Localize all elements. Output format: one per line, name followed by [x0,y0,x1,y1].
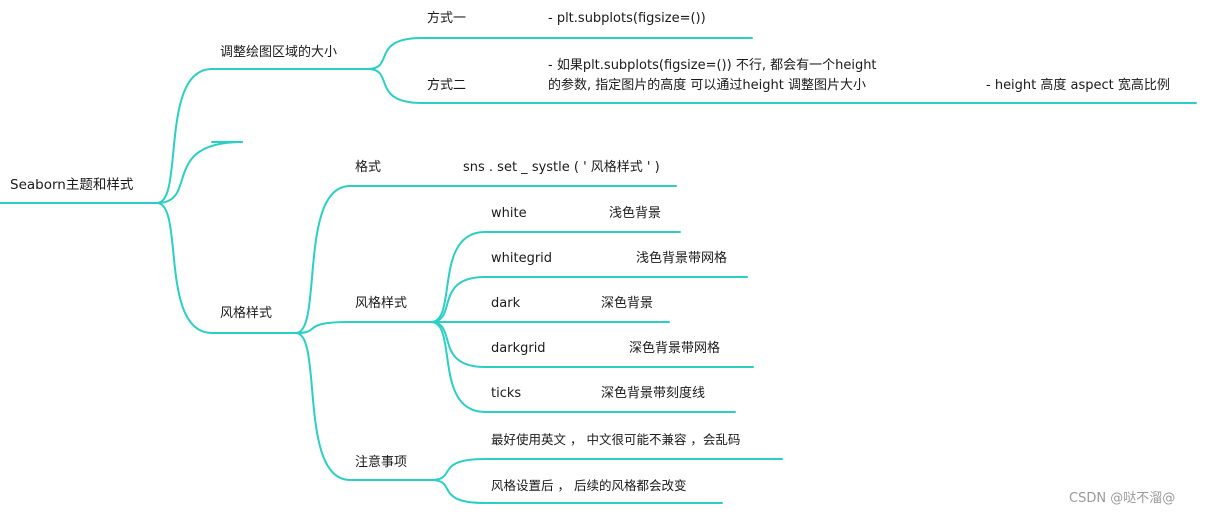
style-item-desc: 浅色背景 [609,206,662,221]
style-item-name: dark [491,296,521,311]
way2-node-label: 方式二 [427,78,467,93]
styles-node-label: 风格样式 [355,296,408,311]
connector-styles-item [430,231,486,323]
connector-sizing-way1 [367,37,423,70]
style-node-label: 风格样式 [220,306,273,321]
connector-root-sizing [156,68,213,204]
connector-style-notes [295,332,351,481]
csdn-watermark: CSDN @哒不溜@ [1069,491,1176,506]
format-code: sns . set _ systle ( ' 风格样式 ' ) [463,160,660,175]
style-item-name: darkgrid [491,341,546,356]
format-node-label: 格式 [355,160,382,175]
connector-style-styles [295,321,351,334]
connector-style-format [295,185,351,334]
way1-note: - plt.subplots(figsize=()) [548,11,706,26]
way2-note-line2: 的参数, 指定图片的高度 可以通过height 调整图片大小 [548,78,866,93]
connector-styles-item [430,321,486,413]
root-node-label: Seaborn主题和样式 [10,177,134,193]
notes-node-label: 注意事项 [355,455,408,470]
connector-styles-item [430,321,486,368]
connector-notes-item [430,458,486,481]
connector-styles-item [430,276,486,323]
style-item-desc: 浅色背景带网格 [636,251,728,266]
style-item-desc: 深色背景带网格 [629,341,721,356]
style-item-name: ticks [491,386,522,401]
way2-extra-note: - height 高度 aspect 宽高比例 [986,78,1170,93]
style-item-desc: 深色背景带刻度线 [601,386,706,401]
connector-root-style [156,202,213,334]
connector-sizing-way2 [367,68,423,104]
style-item-desc: 深色背景 [601,296,654,311]
way1-node-label: 方式一 [427,11,467,26]
style-item-name: whitegrid [491,251,553,266]
way2-note-line1: - 如果plt.subplots(figsize=()) 不行, 都会有一个he… [548,58,877,73]
connector-root-empty [156,141,243,204]
style-item-name: white [491,206,527,221]
sizing-node-label: 调整绘图区域的大小 [220,45,338,60]
note-item: 最好使用英文 ， 中文很可能不兼容 ，会乱码 [491,432,741,447]
connector-notes-item [430,479,486,504]
note-item: 风格设置后 ， 后续的风格都会改变 [491,478,687,493]
